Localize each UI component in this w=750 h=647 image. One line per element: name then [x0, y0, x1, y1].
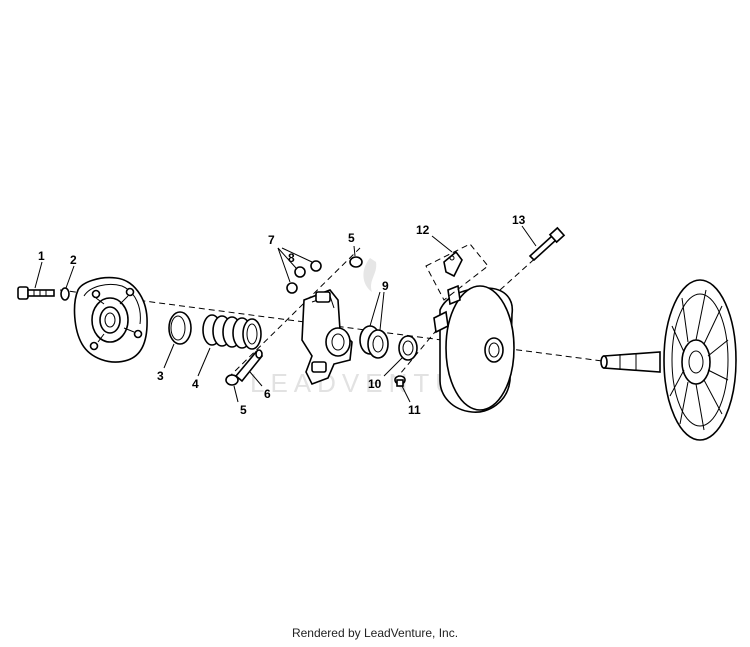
part-5-button-upper — [349, 256, 363, 268]
callout-12: 12 — [416, 223, 430, 237]
callout-11: 11 — [408, 403, 421, 417]
callout-4: 4 — [192, 377, 199, 391]
cover-plate — [73, 276, 148, 363]
pin-alignment-line — [227, 247, 361, 379]
part-10-bearing — [398, 335, 418, 361]
callout-13: 13 — [512, 213, 526, 227]
spider — [301, 289, 353, 386]
part-13-bolt — [528, 226, 566, 262]
part-8-rollers — [286, 260, 322, 294]
part-6-pin — [234, 349, 264, 383]
shaft-bolt-alignment-line — [499, 244, 551, 291]
callout-5-lower: 5 — [240, 403, 247, 417]
part-11-screw — [394, 375, 406, 387]
leader-lines — [34, 225, 537, 403]
callouts: 1 2 3 4 5 6 7 8 5 9 10 11 12 13 — [38, 213, 526, 417]
callout-1: 1 — [38, 249, 45, 263]
footer-credit: Rendered by LeadVenture, Inc. — [291, 626, 459, 640]
callout-6: 6 — [264, 387, 271, 401]
callout-2: 2 — [70, 253, 77, 267]
part-1-bolt — [17, 286, 55, 300]
callout-10: 10 — [368, 377, 382, 391]
part-4-spring — [202, 314, 262, 350]
callout-5-upper: 5 — [348, 231, 355, 245]
callout-8: 8 — [288, 251, 295, 265]
callout-3: 3 — [157, 369, 164, 383]
part-2-washer — [60, 287, 70, 301]
part-9-bushings — [359, 325, 389, 359]
callout-7: 7 — [268, 233, 275, 247]
movable-sheave — [433, 284, 515, 413]
callout-9: 9 — [382, 279, 389, 293]
part-5-button-lower — [225, 374, 239, 386]
part-3-ring — [168, 311, 192, 345]
part-12-weight — [425, 243, 489, 301]
fixed-sheave-with-shaft — [600, 279, 737, 441]
assembly-axis-line — [59, 289, 611, 363]
